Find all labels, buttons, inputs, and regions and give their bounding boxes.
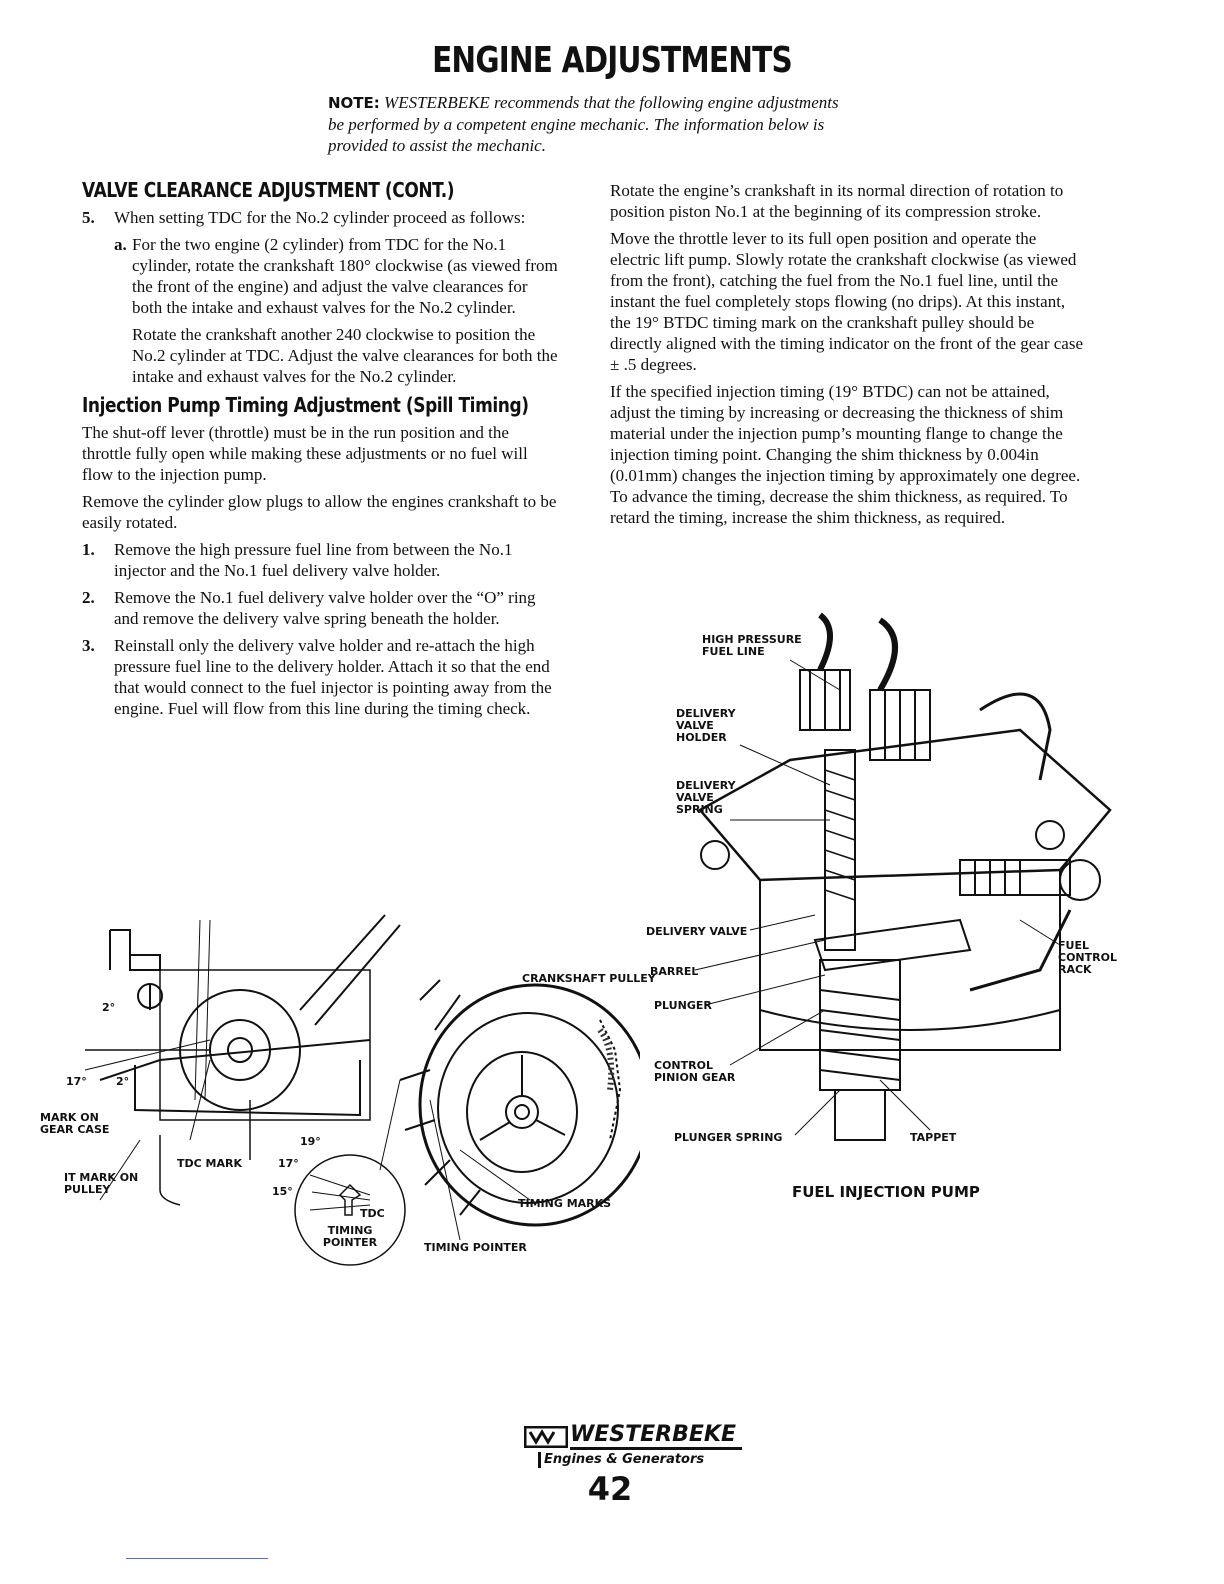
bottom-rule bbox=[126, 1558, 268, 1559]
step-3: 3. Reinstall only the delivery valve hol… bbox=[82, 636, 552, 718]
note-text: WESTERBEKE recommends that the following… bbox=[328, 93, 839, 155]
label-15deg: 15° bbox=[272, 1185, 293, 1198]
logo-mark-icon bbox=[524, 1426, 568, 1448]
label-19deg: 19° bbox=[300, 1135, 321, 1148]
paragraph-shutoff: The shut-off lever (throttle) must be in… bbox=[82, 423, 528, 484]
page-title: ENGINE ADJUSTMENTS bbox=[432, 40, 793, 81]
westerbeke-logo: WESTERBEKE Engines & Generators bbox=[524, 1420, 742, 1480]
label-tappet: TAPPET bbox=[910, 1131, 957, 1144]
note: NOTE: WESTERBEKE recommends that the fol… bbox=[328, 92, 848, 156]
label-timing-marks: TIMING MARKS bbox=[518, 1197, 612, 1210]
logo-brand: WESTERBEKE bbox=[570, 1422, 742, 1450]
pump-illustration bbox=[694, 612, 1112, 1141]
logo-divider bbox=[538, 1452, 541, 1468]
heading-injection-timing: Injection Pump Timing Adjustment (Spill … bbox=[82, 393, 529, 417]
label-barrel: BARREL bbox=[650, 965, 699, 978]
right-column: Rotate the engine’s crankshaft in its no… bbox=[610, 180, 1088, 534]
label-crankshaft-pulley: CRANKSHAFT PULLEY bbox=[522, 972, 656, 985]
left-column: VALVE CLEARANCE ADJUSTMENT (CONT.) 5. Wh… bbox=[82, 180, 562, 725]
label-fuel-control-rack: FUEL CONTROL RACK bbox=[1058, 939, 1117, 976]
step-5a-para2: Rotate the crankshaft another 240 clockw… bbox=[132, 325, 558, 386]
page-number: 42 bbox=[587, 1470, 633, 1508]
label-plunger-spring: PLUNGER SPRING bbox=[674, 1131, 783, 1144]
step-1: 1. Remove the high pressure fuel line fr… bbox=[82, 540, 513, 580]
label-it-mark: IT MARK ON PULLEY bbox=[64, 1171, 139, 1196]
pulley-illustration bbox=[84, 914, 640, 1266]
step-5: 5. When setting TDC for the No.2 cylinde… bbox=[82, 208, 526, 227]
label-tdc: TDC bbox=[360, 1207, 385, 1220]
note-label: NOTE: bbox=[328, 94, 380, 112]
label-timing-pointer-inset: TIMING POINTER bbox=[322, 1224, 378, 1249]
label-tdc-mark: TDC MARK bbox=[177, 1157, 242, 1170]
paragraph-rotate: Rotate the engine’s crankshaft in its no… bbox=[610, 181, 1064, 221]
paragraph-shim: If the specified injection timing (19° B… bbox=[610, 382, 1081, 527]
step-2: 2. Remove the No.1 fuel delivery valve h… bbox=[82, 588, 536, 628]
paragraph-throttle: Move the throttle lever to its full open… bbox=[610, 229, 1084, 374]
label-delivery-valve-spring: DELIVERY VALVE SPRING bbox=[676, 779, 736, 816]
label-control-pinion-gear: CONTROL PINION GEAR bbox=[654, 1059, 736, 1084]
label-delivery-valve-holder: DELIVERY VALVE HOLDER bbox=[676, 707, 736, 744]
label-mark-on-gear-case: MARK ON GEAR CASE bbox=[40, 1111, 110, 1136]
pump-caption: FUEL INJECTION PUMP bbox=[792, 1183, 980, 1201]
label-17deg-b: 17° bbox=[278, 1157, 299, 1170]
label-17deg-a: 17° bbox=[66, 1075, 87, 1088]
label-2deg-b: 2° bbox=[116, 1075, 130, 1088]
label-delivery-valve: DELIVERY VALVE bbox=[646, 925, 748, 938]
label-2deg-a: 2° bbox=[102, 1001, 116, 1014]
step-5a: a. For the two engine (2 cylinder) from … bbox=[114, 235, 558, 317]
pulley-diagram: CRANKSHAFT PULLEY TIMING MARKS TIMING PO… bbox=[40, 900, 656, 1280]
label-high-pressure-fuel-line: HIGH PRESSURE FUEL LINE bbox=[702, 633, 802, 658]
heading-valve-clearance: VALVE CLEARANCE ADJUSTMENT (CONT.) bbox=[82, 178, 455, 202]
label-timing-pointer: TIMING POINTER bbox=[424, 1241, 527, 1254]
pump-diagram: HIGH PRESSURE FUEL LINE DELIVERY VALVE H… bbox=[640, 610, 1140, 1210]
paragraph-glowplugs: Remove the cylinder glow plugs to allow … bbox=[82, 492, 557, 532]
label-plunger: PLUNGER bbox=[654, 999, 712, 1012]
logo-tagline: Engines & Generators bbox=[544, 1452, 705, 1467]
